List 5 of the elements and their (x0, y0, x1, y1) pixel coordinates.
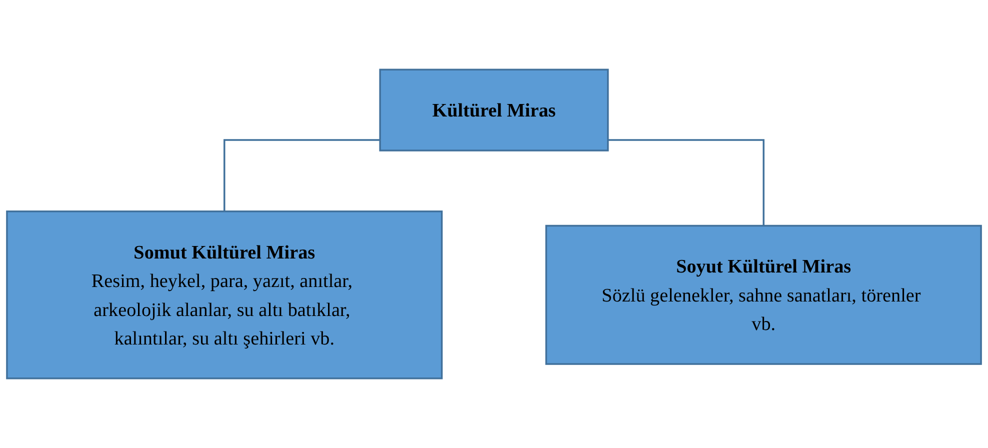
connector (224, 139, 380, 212)
node-box: Somut Kültürel Miras Resim, heykel, para, yazıt, anıtlar, arkeolojik alanlar, su altı batıklar, kalıntılar, su altı şehirleri vb. (6, 210, 443, 380)
connector (608, 139, 764, 226)
node-box: Soyut Kültürel Miras Sözlü gelenekler, sahne sanatları, törenler vb. (545, 224, 982, 365)
node-box: Kültürel Miras (379, 68, 609, 152)
